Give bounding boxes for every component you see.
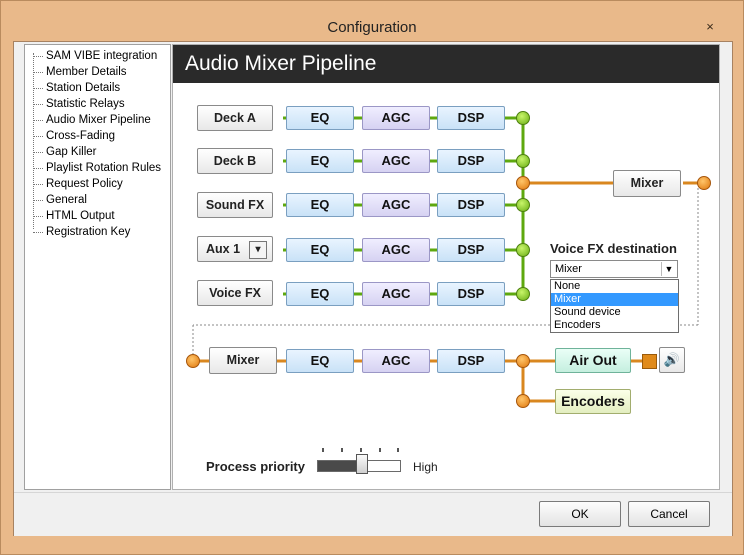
source-sound-fx[interactable]: Sound FX — [197, 192, 273, 218]
tree-item-html-output[interactable]: HTML Output — [25, 208, 165, 224]
tree-item-cross-fading[interactable]: Cross-Fading — [25, 128, 165, 144]
mixer-button[interactable]: Mixer — [613, 170, 681, 197]
eq-button-output[interactable]: EQ — [286, 349, 354, 373]
junction-dot-voice-fx — [516, 287, 530, 301]
tree-item-general[interactable]: General — [25, 192, 165, 208]
priority-slider-thumb[interactable] — [356, 454, 368, 474]
voice-fx-option-none[interactable]: None — [554, 280, 581, 292]
encoder-junction-dot — [516, 394, 530, 408]
mix-junction-dot — [516, 176, 530, 190]
chevron-down-icon: ▼ — [661, 262, 676, 276]
source-voice-fx[interactable]: Voice FX — [197, 280, 273, 306]
tree-item-station-details[interactable]: Station Details — [25, 80, 165, 96]
priority-slider-fill — [318, 461, 363, 471]
air-out-button[interactable]: Air Out — [555, 348, 631, 373]
agc-button-sound-fx[interactable]: AGC — [362, 193, 430, 217]
junction-dot-deck-b — [516, 154, 530, 168]
tree-item-gap-killer[interactable]: Gap Killer — [25, 144, 165, 160]
eq-button-voice-fx[interactable]: EQ — [286, 282, 354, 306]
aux-dropdown-button[interactable]: ▾ — [249, 241, 267, 259]
junction-dot-sound-fx — [516, 198, 530, 212]
voice-fx-destination-select[interactable]: Mixer ▼ — [550, 260, 678, 278]
tree-item-member-details[interactable]: Member Details — [25, 64, 165, 80]
agc-button-deck-a[interactable]: AGC — [362, 106, 430, 130]
eq-button-deck-b[interactable]: EQ — [286, 149, 354, 173]
output-junction-dot — [516, 354, 530, 368]
slider-tick — [322, 448, 324, 452]
encoders-button[interactable]: Encoders — [555, 389, 631, 414]
panel-title: Audio Mixer Pipeline — [173, 45, 719, 83]
eq-button-deck-a[interactable]: EQ — [286, 106, 354, 130]
tree-item-audio-mixer-pipeline[interactable]: Audio Mixer Pipeline — [25, 112, 165, 128]
slider-tick — [341, 448, 343, 452]
ok-button[interactable]: OK — [539, 501, 621, 527]
voice-fx-destination-label: Voice FX destination — [550, 241, 677, 256]
footer-bar: OK Cancel — [14, 492, 732, 536]
settings-tree[interactable]: SAM VIBE integration Member Details Stat… — [24, 44, 171, 490]
agc-button-voice-fx[interactable]: AGC — [362, 282, 430, 306]
dsp-button-deck-b[interactable]: DSP — [437, 149, 505, 173]
tree-item-sam-vibe[interactable]: SAM VIBE integration — [25, 48, 165, 64]
aux-1-label: Aux 1 — [206, 242, 241, 256]
voice-fx-option-sound-device[interactable]: Sound device — [554, 306, 621, 318]
tree-connector — [33, 53, 34, 229]
cancel-button[interactable]: Cancel — [628, 501, 710, 527]
eq-button-aux-1[interactable]: EQ — [286, 238, 354, 262]
tree-item-request-policy[interactable]: Request Policy — [25, 176, 165, 192]
pipeline-panel: Audio Mixer Pipeline — [172, 44, 720, 490]
agc-button-deck-b[interactable]: AGC — [362, 149, 430, 173]
voice-fx-selected-value: Mixer — [555, 263, 582, 275]
voice-fx-option-encoders[interactable]: Encoders — [554, 319, 601, 331]
dialog-client: SAM VIBE integration Member Details Stat… — [13, 41, 733, 536]
air-out-connector — [642, 354, 657, 369]
source-deck-b[interactable]: Deck B — [197, 148, 273, 174]
priority-value-label: High — [413, 460, 438, 474]
window-title: Configuration — [327, 19, 417, 36]
agc-button-output[interactable]: AGC — [362, 349, 430, 373]
output-mixer-button[interactable]: Mixer — [209, 347, 277, 374]
junction-dot-deck-a — [516, 111, 530, 125]
dsp-button-deck-a[interactable]: DSP — [437, 106, 505, 130]
slider-tick — [360, 448, 362, 452]
junction-dot-aux-1 — [516, 243, 530, 257]
mixer-output-arrow — [697, 176, 711, 190]
close-button[interactable]: × — [706, 19, 714, 34]
slider-tick — [397, 448, 399, 452]
tree-item-registration-key[interactable]: Registration Key — [25, 224, 165, 240]
speaker-icon[interactable]: 🔊 — [659, 347, 685, 373]
voice-fx-option-mixer[interactable]: Mixer — [551, 293, 678, 306]
dsp-button-sound-fx[interactable]: DSP — [437, 193, 505, 217]
eq-button-sound-fx[interactable]: EQ — [286, 193, 354, 217]
source-aux-1[interactable]: Aux 1 ▾ — [197, 236, 273, 262]
voice-fx-options-list[interactable]: None Mixer Sound device Encoders — [550, 279, 679, 333]
process-priority-label: Process priority — [206, 459, 305, 474]
output-input-arrow — [186, 354, 200, 368]
slider-tick — [379, 448, 381, 452]
tree-item-playlist-rotation-rules[interactable]: Playlist Rotation Rules — [25, 160, 165, 176]
agc-button-aux-1[interactable]: AGC — [362, 238, 430, 262]
dsp-button-voice-fx[interactable]: DSP — [437, 282, 505, 306]
title-bar[interactable]: Configuration × — [1, 1, 743, 41]
source-deck-a[interactable]: Deck A — [197, 105, 273, 131]
tree-item-statistic-relays[interactable]: Statistic Relays — [25, 96, 165, 112]
dsp-button-aux-1[interactable]: DSP — [437, 238, 505, 262]
dsp-button-output[interactable]: DSP — [437, 349, 505, 373]
